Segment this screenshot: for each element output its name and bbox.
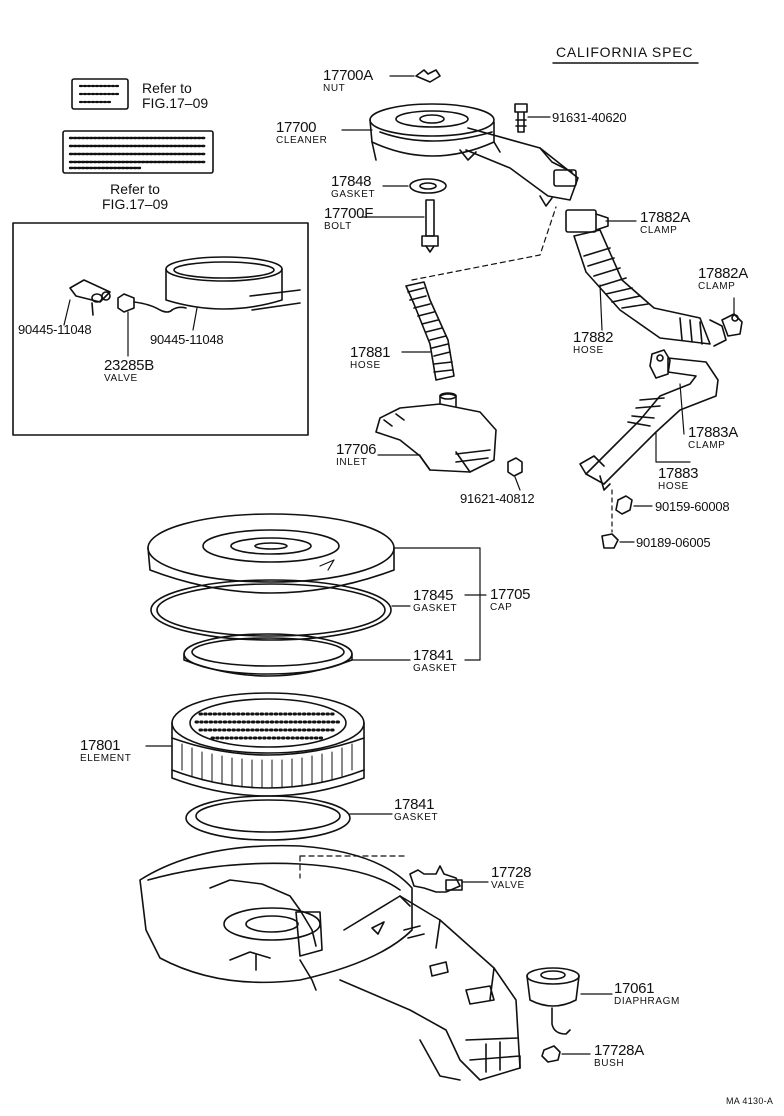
bolt-17700F xyxy=(421,199,439,253)
clamp-17882A-upper xyxy=(565,209,609,233)
emission-label-large xyxy=(62,130,214,174)
bush-17728A xyxy=(541,1045,561,1063)
bolt-91621 xyxy=(507,457,523,477)
label-91621-40812: 91621-40812 xyxy=(460,491,535,506)
bolt-90159 xyxy=(615,495,633,515)
refer-note-2: Refer to FIG.17–09 xyxy=(102,181,169,212)
cap-17705 xyxy=(147,513,395,594)
detail-vacuum-valve xyxy=(69,279,198,331)
hose-17883 xyxy=(579,357,719,491)
cleaner-case xyxy=(139,844,521,1081)
hose-17881 xyxy=(405,281,455,381)
label-91631-40620: 91631-40620 xyxy=(552,110,627,125)
label-90445-11048-left: 90445-11048 xyxy=(18,322,92,337)
diaphragm-17061 xyxy=(526,967,580,1035)
valve-17728 xyxy=(409,865,463,893)
wing-nut xyxy=(415,69,441,83)
label-90445-11048-right: 90445-11048 xyxy=(150,332,224,347)
bolt-91631 xyxy=(514,103,528,133)
clamp-17883A xyxy=(649,349,671,379)
inlet-17706 xyxy=(375,392,497,473)
clamp-17882A-right xyxy=(721,313,743,337)
clip-90189 xyxy=(601,533,619,549)
figure-code: MA 4130-A xyxy=(726,1096,774,1106)
emission-label-small xyxy=(71,78,129,110)
label-90189-06005: 90189-06005 xyxy=(636,535,711,550)
cleaner-assembly xyxy=(369,103,579,207)
detail-air-cleaner xyxy=(165,256,301,311)
label-90159-60008: 90159-60008 xyxy=(655,499,730,514)
gasket-17841-upper xyxy=(183,633,353,677)
refer-note-1: Refer to FIG.17–09 xyxy=(142,80,209,111)
hose-17882 xyxy=(573,229,727,347)
gasket-17841-lower xyxy=(185,795,351,841)
spec-title: CALIFORNIA SPEC xyxy=(556,44,694,60)
filter-element-17801 xyxy=(171,692,365,797)
gasket-17845 xyxy=(150,579,392,641)
gasket-17848 xyxy=(409,178,447,194)
detail-box xyxy=(12,222,309,436)
